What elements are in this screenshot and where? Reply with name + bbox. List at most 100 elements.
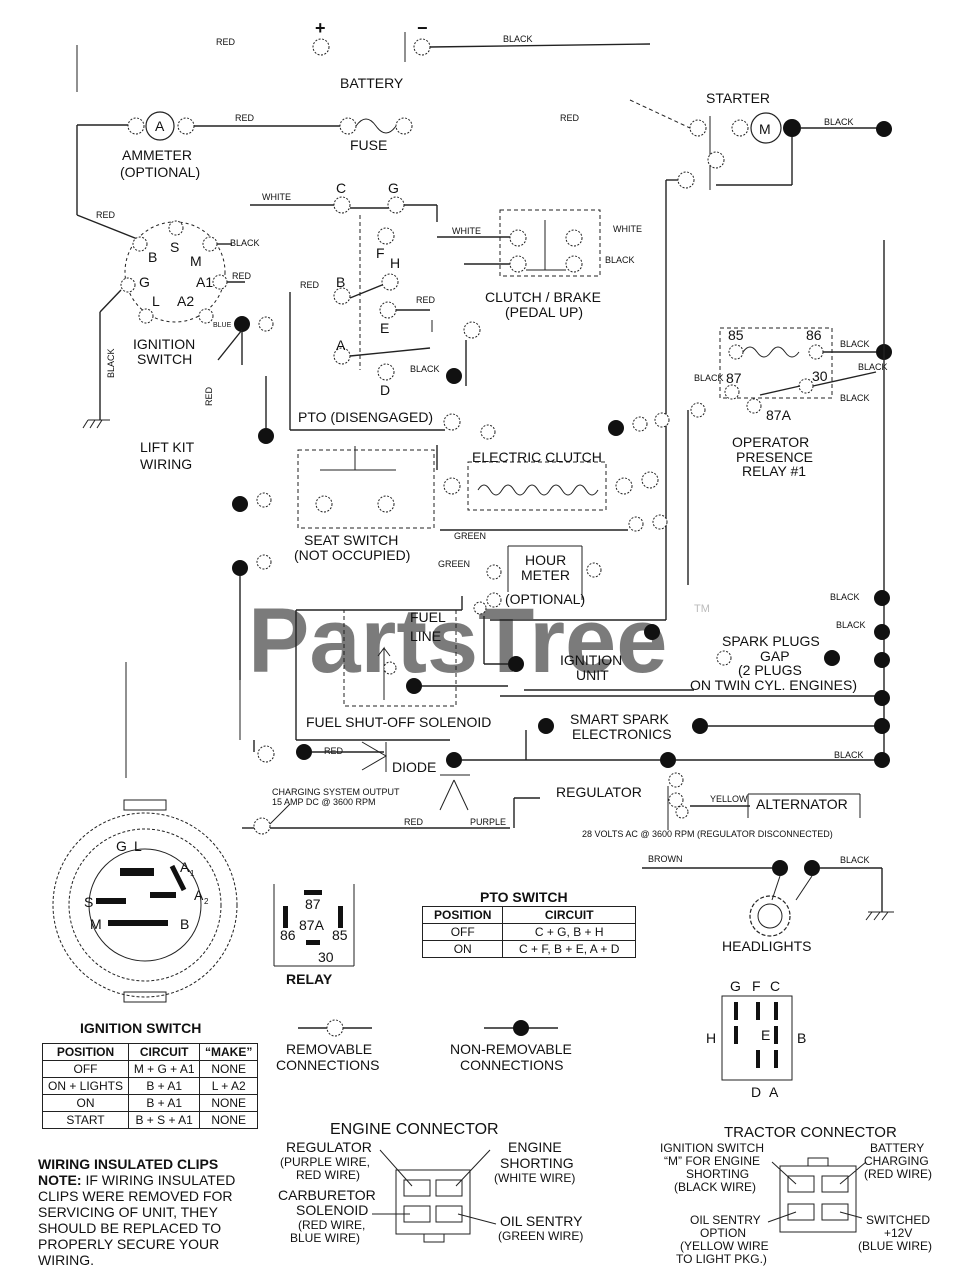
svg-text:RED: RED: [235, 113, 255, 123]
lift-kit-label-2: WIRING: [140, 456, 192, 472]
ammeter: A RED AMMETER (OPTIONAL): [76, 111, 340, 215]
svg-text:TO LIGHT PKG.): TO LIGHT PKG.): [676, 1252, 767, 1266]
pto-switch-table: POSITION CIRCUIT OFF C + G, B + H ON C +…: [421, 906, 636, 958]
pto-term-f: F: [376, 245, 385, 261]
svg-text:“M” FOR ENGINE: “M” FOR ENGINE: [664, 1154, 760, 1168]
ignition-switch-face: G L A 1 A 2 S M B: [52, 799, 238, 1003]
relay-legend-30: 30: [318, 949, 334, 965]
relay-87a: 87A: [766, 407, 792, 423]
svg-text:BLACK: BLACK: [834, 750, 864, 760]
pto-term-b: B: [336, 274, 345, 290]
lift-kit: LIFT KIT WIRING: [140, 376, 274, 472]
svg-text:RED: RED: [216, 37, 236, 47]
svg-text:PURPLE: PURPLE: [470, 817, 506, 827]
svg-text:(GREEN WIRE): (GREEN WIRE): [498, 1229, 583, 1243]
relay-legend-87: 87: [305, 896, 321, 912]
pto-term-d: D: [380, 382, 390, 398]
svg-text:SOLENOID: SOLENOID: [296, 1202, 368, 1218]
regulator: CHARGING SYSTEM OUTPUT 15 AMP DC @ 3600 …: [242, 772, 750, 835]
svg-text:BLACK: BLACK: [106, 348, 116, 378]
svg-text:REGULATOR: REGULATOR: [286, 1139, 372, 1155]
spark-plugs-label-1: SPARK PLUGS: [722, 633, 820, 649]
legend-nonremovable-1: NON-REMOVABLE: [450, 1041, 572, 1057]
svg-text:WHITE: WHITE: [452, 226, 481, 236]
headlights-label: HEADLIGHTS: [722, 938, 811, 954]
tractor-connector: TRACTOR CONNECTOR IGNITION SWITCH “M” FO…: [660, 1124, 932, 1266]
battery-plus: +: [315, 18, 326, 38]
table-row: OFF M + G + A1 NONE: [42, 1060, 258, 1078]
battery-label: BATTERY: [340, 75, 404, 91]
relay-87: 87: [726, 370, 742, 386]
hour-meter-label-1: HOUR: [525, 552, 566, 568]
table-row: START B + S + A1 NONE: [42, 1111, 258, 1129]
ptoc-a: A: [769, 1084, 779, 1100]
seat-switch-not-occupied: (NOT OCCUPIED): [294, 547, 410, 563]
pto-term-e: E: [380, 320, 389, 336]
relay-86: 86: [806, 327, 822, 343]
engine-connector-title: ENGINE CONNECTOR: [330, 1121, 499, 1138]
ptoc-h: H: [706, 1030, 716, 1046]
relay-legend-85: 85: [332, 927, 348, 943]
hour-meter: GREEN HOUR METER (OPTIONAL): [232, 545, 602, 680]
svg-text:SWITCHED: SWITCHED: [866, 1213, 930, 1227]
svg-text:BATTERY: BATTERY: [870, 1141, 924, 1155]
ammeter-label: AMMETER: [122, 147, 192, 163]
ptoc-g: G: [730, 978, 741, 994]
starter-label: STARTER: [706, 90, 770, 106]
relay-30: 30: [812, 368, 828, 384]
table-row: ON + LIGHTS B + A1 L + A2: [42, 1077, 258, 1095]
pto-connector-face: G F C H B E D A: [706, 978, 806, 1100]
starter-motor-symbol: M: [759, 121, 771, 137]
svg-text:CHARGING: CHARGING: [864, 1154, 929, 1168]
svg-text:RED WIRE): RED WIRE): [296, 1168, 360, 1182]
relay-label-1: OPERATOR: [732, 434, 809, 450]
alternator: ALTERNATOR 28 VOLTS AC @ 3600 RPM (REGUL…: [582, 793, 861, 839]
ignition-unit-label-1: IGNITION: [560, 652, 622, 668]
watermark-tm: TM: [694, 603, 710, 615]
smart-spark: SMART SPARK ELECTRONICS: [525, 711, 890, 760]
pto-disengaged-label: PTO (DISENGAGED): [298, 409, 433, 425]
svg-text:RED: RED: [404, 817, 424, 827]
smart-spark-label-2: ELECTRONICS: [572, 726, 672, 742]
legend-removable-1: REMOVABLE: [286, 1041, 372, 1057]
hour-meter-label-2: METER: [521, 567, 570, 583]
svg-text:ENGINE: ENGINE: [508, 1139, 562, 1155]
svg-text:BLUE: BLUE: [213, 322, 232, 329]
spark-plugs-label-4: ON TWIN CYL. ENGINES): [690, 677, 857, 693]
svg-text:BLACK: BLACK: [840, 393, 870, 403]
clutch-brake-label: CLUTCH / BRAKE: [485, 289, 601, 305]
face-a1-sub: 1: [190, 869, 195, 878]
svg-text:RED: RED: [324, 746, 344, 756]
spark-plugs-label-3: (2 PLUGS: [738, 662, 802, 678]
svg-text:(WHITE WIRE): (WHITE WIRE): [494, 1171, 575, 1185]
ptoc-d: D: [751, 1084, 761, 1100]
ammeter-optional: (OPTIONAL): [120, 164, 200, 180]
diode-label: DIODE: [392, 759, 436, 775]
svg-text:(BLUE WIRE): (BLUE WIRE): [858, 1239, 932, 1253]
svg-text:IGNITION SWITCH: IGNITION SWITCH: [660, 1141, 764, 1155]
table-row: ON B + A1 NONE: [42, 1094, 258, 1112]
svg-text:BLACK: BLACK: [694, 373, 724, 383]
svg-text:RED: RED: [416, 295, 436, 305]
seat-switch: GREEN SEAT SWITCH (NOT OCCUPIED): [232, 446, 668, 563]
ign-term-l: L: [152, 293, 160, 309]
svg-text:RED: RED: [560, 113, 580, 123]
svg-text:WHITE: WHITE: [262, 192, 291, 202]
ign-term-m: M: [190, 253, 202, 269]
pto-term-g: G: [388, 180, 399, 196]
svg-text:RED: RED: [232, 271, 252, 281]
clips-note-title: WIRING INSULATED CLIPS: [38, 1156, 219, 1172]
svg-text:GREEN: GREEN: [454, 531, 486, 541]
legend-nonremovable-2: CONNECTIONS: [460, 1057, 563, 1073]
ignition-switch-block: RED B S M G A1 L A2 BLACK RED BLUE BLACK…: [76, 210, 274, 429]
hour-meter-optional: (OPTIONAL): [505, 591, 585, 607]
table-row: ON C + F, B + E, A + D: [421, 940, 636, 958]
svg-text:(BLACK WIRE): (BLACK WIRE): [674, 1180, 756, 1194]
watermark: PartsTree: [248, 590, 667, 692]
svg-text:CHARGING SYSTEM OUTPUT: CHARGING SYSTEM OUTPUT: [272, 787, 400, 797]
pto-term-a: A: [336, 337, 346, 353]
smart-spark-label-1: SMART SPARK: [570, 711, 669, 727]
svg-text:BLACK: BLACK: [605, 255, 635, 265]
svg-text:BLACK: BLACK: [503, 34, 533, 44]
legend-removable-2: CONNECTIONS: [276, 1057, 379, 1073]
